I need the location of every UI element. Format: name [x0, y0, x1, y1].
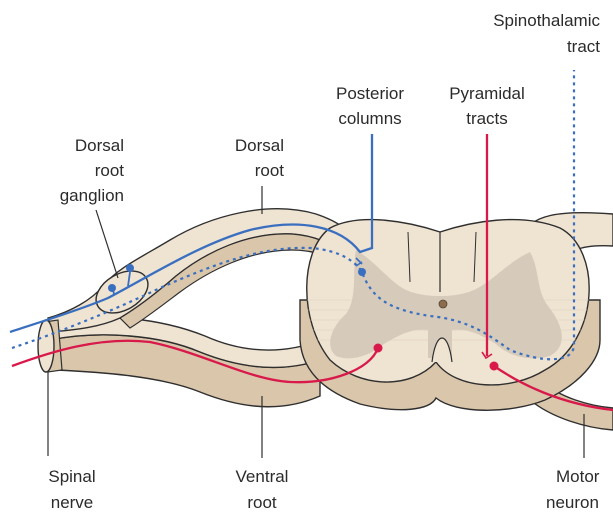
dorsal-horn-synapse — [358, 268, 366, 276]
spinal-cord-segment — [300, 220, 600, 411]
ventral-root — [50, 317, 322, 407]
drg-leader — [96, 210, 118, 278]
label-ventral-root: Ventral root — [236, 467, 289, 512]
label-posterior-line1: Posterior — [336, 84, 404, 103]
label-motor-neuron-line1: Motor — [556, 467, 600, 486]
motor-neuron-cell — [490, 362, 499, 371]
spinal-nerve-end — [38, 320, 62, 372]
label-ventral-root-line1: Ventral — [236, 467, 289, 486]
ventral-horn-cell — [374, 344, 383, 353]
label-spinothalamic-line2: tract — [567, 37, 600, 56]
label-posterior-line2: columns — [338, 109, 401, 128]
label-ventral-root-line2: root — [247, 493, 277, 512]
label-pyramidal-tracts: Pyramidal tracts — [449, 84, 525, 128]
label-dorsal-root-line2: root — [255, 161, 285, 180]
label-drg-line3: ganglion — [60, 186, 124, 205]
central-canal — [439, 300, 447, 308]
label-motor-neuron: Motor neuron — [546, 467, 600, 512]
label-dorsal-root-line1: Dorsal — [235, 136, 284, 155]
label-drg-line2: root — [95, 161, 125, 180]
ganglion-cell-body-2 — [108, 284, 116, 292]
label-dorsal-root-ganglion: Dorsal root ganglion — [60, 136, 125, 205]
label-posterior-columns: Posterior columns — [336, 84, 404, 128]
label-spinothalamic: Spinothalamic tract — [493, 11, 600, 56]
label-dorsal-root: Dorsal root — [235, 136, 284, 180]
label-spinal-nerve-line2: nerve — [51, 493, 94, 512]
label-pyramidal-line1: Pyramidal — [449, 84, 525, 103]
ganglion-cell-body-1 — [126, 264, 134, 272]
label-spinothalamic-line1: Spinothalamic — [493, 11, 600, 30]
label-spinal-nerve-line1: Spinal — [48, 467, 95, 486]
label-spinal-nerve: Spinal nerve — [48, 467, 95, 512]
label-motor-neuron-line2: neuron — [546, 493, 599, 512]
label-drg-line1: Dorsal — [75, 136, 124, 155]
label-pyramidal-line2: tracts — [466, 109, 508, 128]
